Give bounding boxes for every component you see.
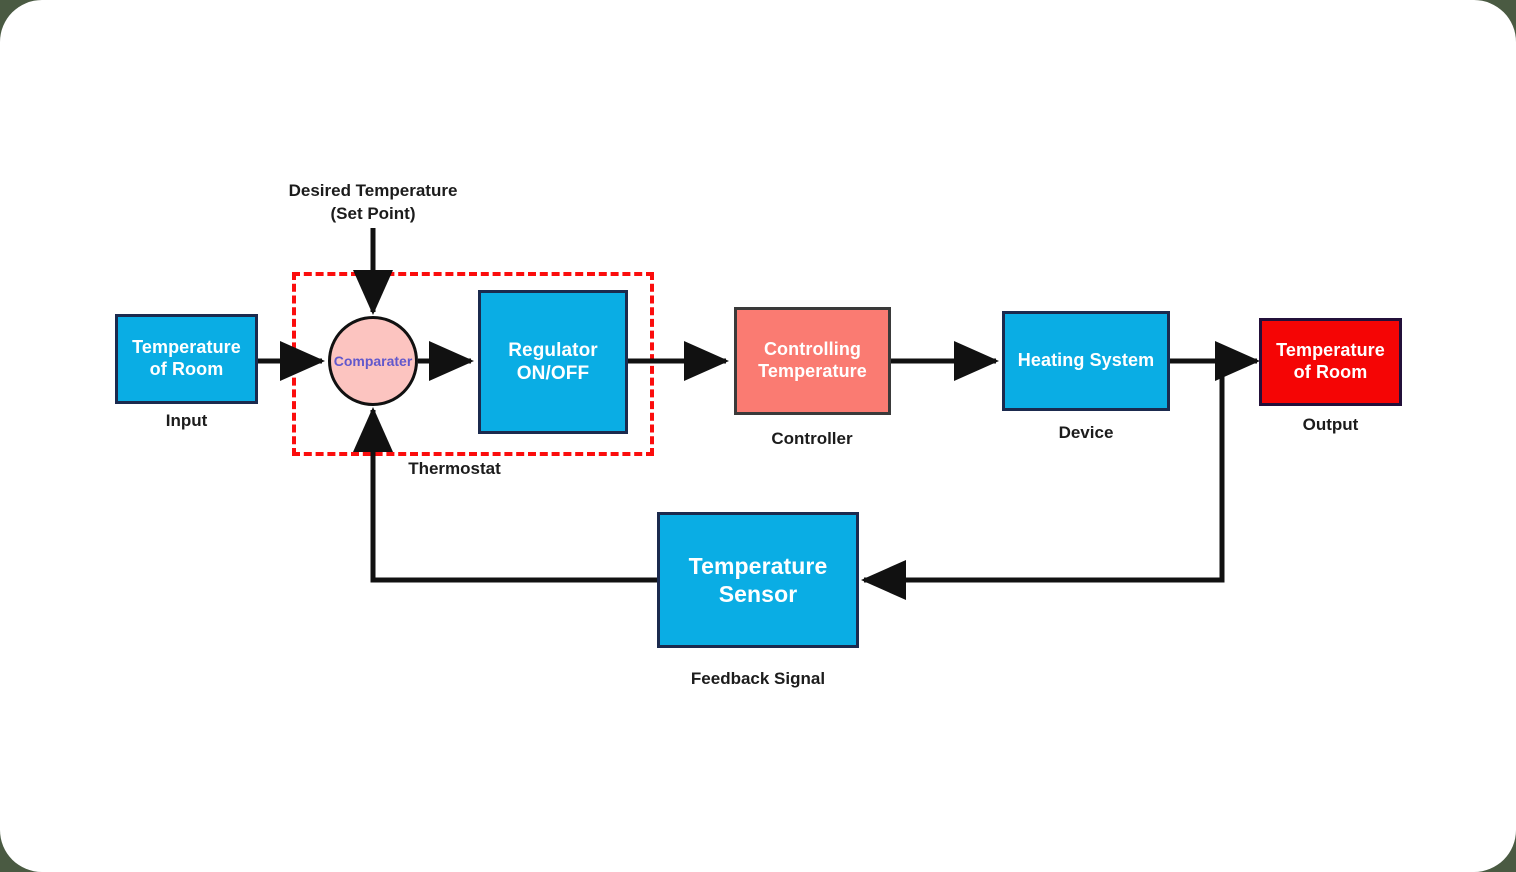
block-output-label: Temperature of Room (1276, 340, 1385, 382)
caption-feedback-signal: Feedback Signal (690, 669, 826, 688)
block-sensor[interactable]: Temperature Sensor (657, 512, 859, 648)
block-controller-label: Controlling Temperature (758, 339, 867, 381)
block-input-label: Temperature of Room (132, 337, 241, 379)
caption-input: Input (165, 411, 208, 430)
setpoint-label: Desired Temperature (Set Point) (288, 181, 458, 223)
block-input[interactable]: Temperature of Room (115, 314, 258, 404)
block-regulator-label: Regulator ON/OFF (508, 339, 598, 384)
caption-controller: Controller (771, 429, 853, 448)
caption-output: Output (1302, 415, 1359, 434)
caption-device: Device (1058, 423, 1114, 442)
block-device[interactable]: Heating System (1002, 311, 1170, 411)
block-sensor-label: Temperature Sensor (688, 552, 828, 607)
block-comparator[interactable]: Comparater (328, 316, 418, 406)
block-regulator[interactable]: Regulator ON/OFF (478, 290, 628, 434)
block-device-label: Heating System (1017, 350, 1155, 371)
block-comparator-label: Comparater (333, 353, 413, 369)
caption-thermostat: Thermostat (408, 459, 501, 478)
block-controller[interactable]: Controlling Temperature (734, 307, 891, 415)
block-output[interactable]: Temperature of Room (1259, 318, 1402, 406)
